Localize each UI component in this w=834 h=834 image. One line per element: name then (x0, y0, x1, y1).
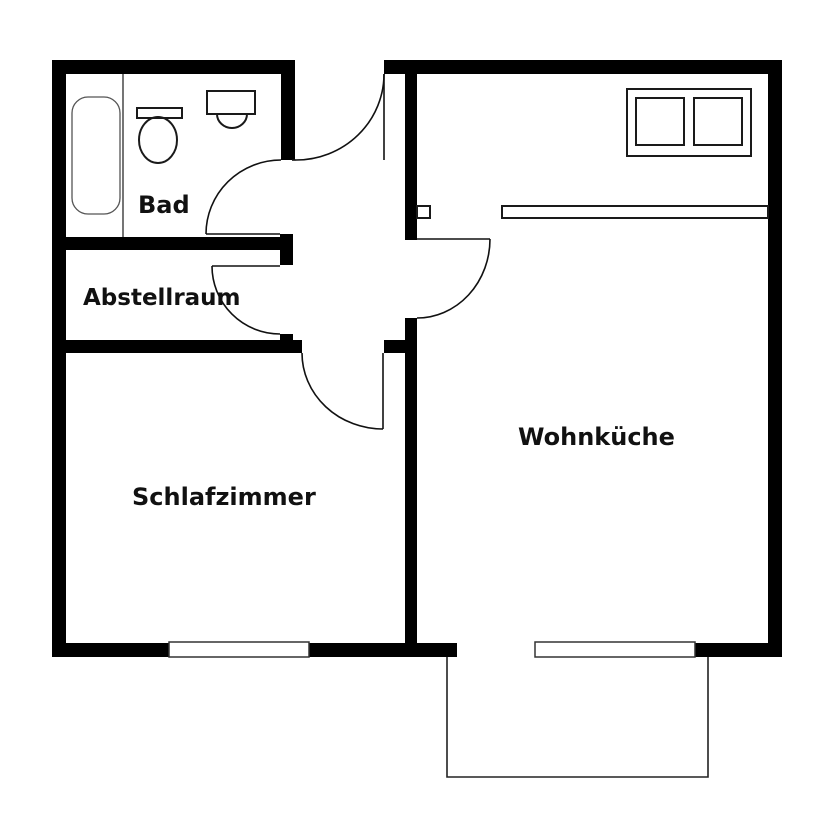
bad-door-icon (205, 159, 282, 235)
room-label-wohnkueche: Wohnküche (518, 423, 675, 451)
wall-niche-icon (416, 205, 431, 219)
stove-icon (626, 88, 752, 157)
windows (168, 641, 696, 658)
schlafzimmer-door-icon (301, 352, 384, 430)
interior-walls (52, 60, 417, 657)
bathtub-icon (71, 96, 121, 215)
bad-fixtures (71, 74, 256, 237)
room-label-schlafzimmer: Schlafzimmer (132, 483, 316, 511)
wohnkueche-door-icon (416, 238, 491, 319)
balcony (446, 657, 709, 778)
entrance-door-icon (292, 73, 385, 161)
room-label-abstellraum: Abstellraum (83, 285, 241, 311)
kitchen-counter-icon (501, 205, 769, 219)
outer-walls (52, 60, 782, 657)
abstellraum-door-icon (211, 265, 281, 335)
room-label-bad: Bad (138, 191, 190, 219)
washbasin-icon (206, 90, 256, 129)
toilet-icon (136, 107, 183, 164)
schlafzimmer-window-icon (168, 641, 310, 658)
wohnkueche-window-icon (534, 641, 696, 658)
doors (205, 73, 491, 430)
kitchen-fixtures (416, 88, 769, 219)
